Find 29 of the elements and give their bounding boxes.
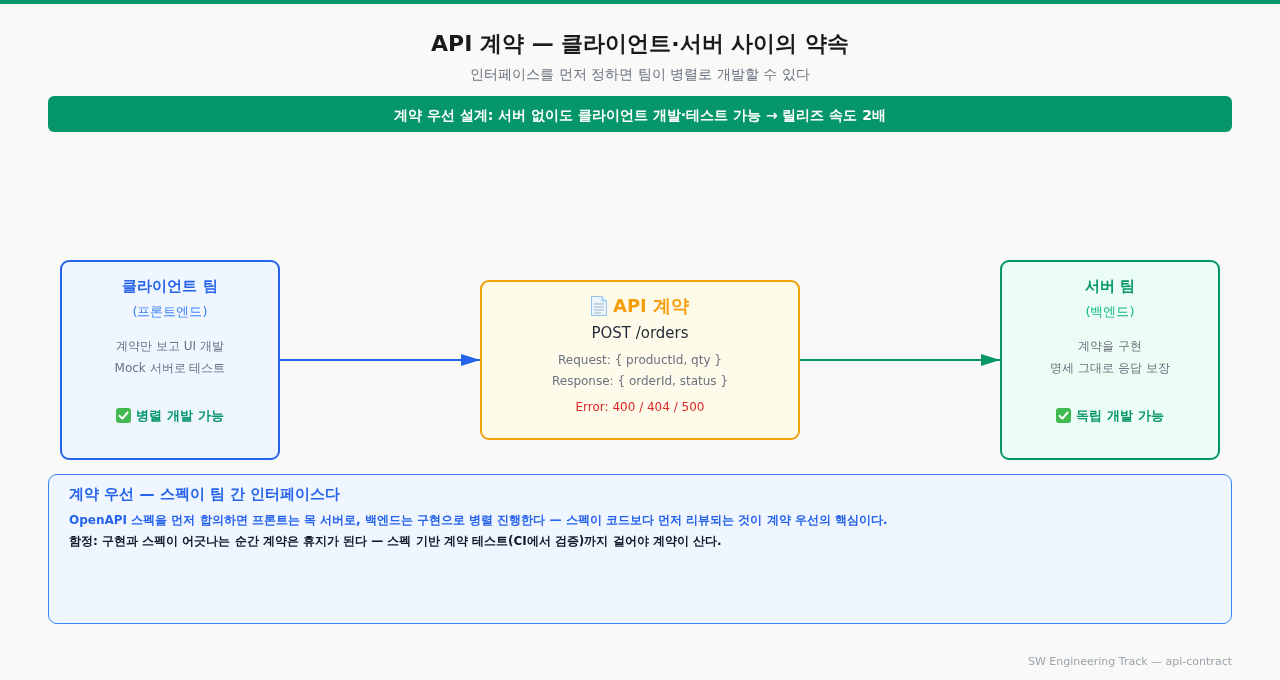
banner-text: 계약 우선 설계: 서버 없이도 클라이언트 개발·테스트 가능 → 릴리즈 속도 2배 xyxy=(394,106,886,123)
title: API 계약 — 클라이언트·서버 사이의 약속 xyxy=(431,31,849,56)
panel-text: 함정: 구현과 스펙이 어긋나는 순간 계약은 휴지가 된다 — 스펙 기반 계약 테스트(CI에서 검증)까지 걸어야 계약이 산다. xyxy=(69,533,722,548)
panel-text: OpenAPI 스펙을 먼저 합의하면 프론트는 목 서버로, 백엔드는 구현으로 병렬 진행한다 — 스펙이 코드보다 먼저 리뷰되는 것이 계약 우선의 핵심이다. xyxy=(69,512,888,527)
note-panel xyxy=(48,474,1232,624)
status-text: 병렬 개발 가능 xyxy=(136,407,224,423)
body-text: 명세 그대로 응답 보장 xyxy=(1050,360,1170,375)
body-text: 계약만 보고 UI 개발 xyxy=(116,338,224,353)
banner xyxy=(48,96,1232,132)
endpoint-text: POST /orders xyxy=(591,323,689,342)
team-box xyxy=(1000,260,1220,460)
box-title: API 계약 xyxy=(612,294,690,316)
box-subtitle: (프론트엔드) xyxy=(132,303,208,319)
arrow xyxy=(799,354,1001,366)
error-text: Error: 400 / 404 / 500 xyxy=(575,399,705,414)
box-title: 서버 팀 xyxy=(1084,276,1136,295)
box-subtitle: (백엔드) xyxy=(1085,303,1135,319)
panel-heading: 계약 우선 — 스펙이 팀 간 인터페이스다 xyxy=(69,484,341,503)
team-box xyxy=(60,260,280,460)
request-text: Request: { productId, qty } xyxy=(558,352,722,367)
status-text: 독립 개발 가능 xyxy=(1076,407,1164,423)
footer-text: SW Engineering Track — api-contract xyxy=(1027,655,1232,668)
contract-box xyxy=(480,280,800,440)
box-title: 클라이언트 팀 xyxy=(122,276,218,295)
response-text: Response: { orderId, status } xyxy=(551,373,728,388)
arrow xyxy=(279,354,481,366)
subtitle: 인터페이스를 먼저 정하면 팀이 병렬로 개발할 수 있다 xyxy=(470,66,810,82)
body-text: Mock 서버로 테스트 xyxy=(114,360,226,375)
body-text: 계약을 구현 xyxy=(1078,338,1142,353)
